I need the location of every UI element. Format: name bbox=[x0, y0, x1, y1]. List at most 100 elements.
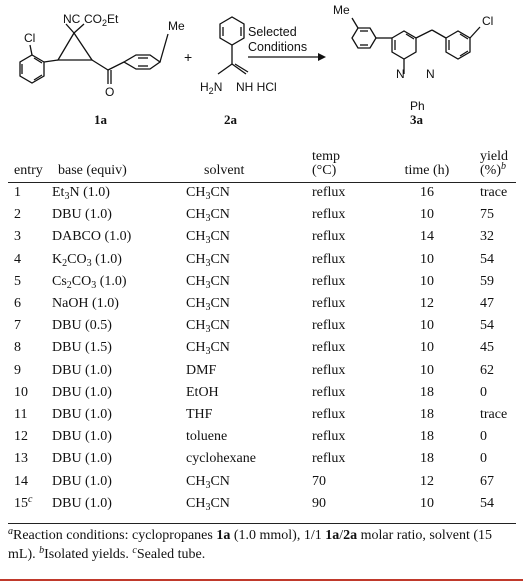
time-cell-text: 18 bbox=[420, 384, 434, 400]
yield-cell: 54 bbox=[468, 493, 516, 515]
yield-cell-text: 0 bbox=[480, 451, 487, 467]
header-temp-line2: (°C) bbox=[312, 162, 337, 178]
reactant-2a-structure bbox=[217, 16, 249, 75]
yield-cell: 47 bbox=[468, 293, 516, 315]
time-cell: 16 bbox=[386, 182, 468, 204]
time-cell: 10 bbox=[386, 249, 468, 271]
yield-cell: trace bbox=[468, 404, 516, 426]
solvent-cell-text: CH3CN bbox=[186, 473, 230, 491]
solvent-cell-text: CH3CN bbox=[186, 185, 230, 203]
solvent-cell: CH3CN bbox=[186, 493, 312, 515]
temp-cell: 90 bbox=[312, 493, 386, 515]
base-cell: DBU (1.0) bbox=[52, 204, 186, 226]
entry-cell: 12 bbox=[8, 426, 52, 448]
time-cell-text: 10 bbox=[420, 273, 434, 289]
base-cell-text: DBU (1.0) bbox=[52, 384, 112, 400]
base-cell: DBU (1.0) bbox=[52, 470, 186, 492]
temp-cell-text: reflux bbox=[312, 185, 346, 201]
entry-cell: 1 bbox=[8, 182, 52, 204]
yield-cell-text: 32 bbox=[480, 229, 494, 245]
phenyl-label: Ph bbox=[410, 99, 425, 113]
entry-cell-text: 12 bbox=[14, 429, 28, 445]
entry-cell-text: 6 bbox=[14, 296, 21, 312]
reactant-1a-structure bbox=[19, 23, 169, 84]
time-cell-text: 10 bbox=[420, 495, 434, 511]
solvent-cell-text: CH3CN bbox=[186, 318, 230, 336]
time-cell-text: 12 bbox=[420, 296, 434, 312]
yield-cell-text: trace bbox=[480, 406, 508, 422]
base-cell-text: DBU (0.5) bbox=[52, 318, 112, 334]
time-cell: 10 bbox=[386, 271, 468, 293]
header-time: time (h) bbox=[386, 138, 468, 183]
yield-cell-text: 0 bbox=[480, 384, 487, 400]
reaction-scheme: NC CO2Et Cl Me O 1a + H2N NH HCl 2a Sele… bbox=[19, 3, 493, 127]
temp-cell: reflux bbox=[312, 382, 386, 404]
entry-cell-text: 5 bbox=[14, 273, 21, 289]
yield-cell: 32 bbox=[468, 226, 516, 248]
time-cell-text: 10 bbox=[420, 362, 434, 378]
entry-cell: 6 bbox=[8, 293, 52, 315]
temp-cell: reflux bbox=[312, 404, 386, 426]
time-cell: 10 bbox=[386, 337, 468, 359]
entry-cell-text: 14 bbox=[14, 473, 28, 489]
solvent-cell: CH3CN bbox=[186, 337, 312, 359]
solvent-cell: CH3CN bbox=[186, 470, 312, 492]
entry-cell: 14 bbox=[8, 470, 52, 492]
base-cell-text: DBU (1.0) bbox=[52, 406, 112, 422]
base-cell: DBU (1.0) bbox=[52, 382, 186, 404]
product-methyl-label: Me bbox=[333, 3, 350, 17]
base-cell-text: DBU (1.0) bbox=[52, 429, 112, 445]
footnote-c-text: Sealed tube. bbox=[136, 547, 206, 562]
base-cell-text: DBU (1.0) bbox=[52, 362, 112, 378]
base-cell: DBU (1.0) bbox=[52, 493, 186, 515]
yield-cell: trace bbox=[468, 182, 516, 204]
footnote-a-slash: / bbox=[339, 528, 344, 543]
solvent-cell: CH3CN bbox=[186, 293, 312, 315]
entry-cell-text: 9 bbox=[14, 362, 21, 378]
footnote-c-mark: c bbox=[132, 545, 137, 556]
time-cell: 18 bbox=[386, 426, 468, 448]
label-1a: 1a bbox=[94, 112, 108, 127]
solvent-cell-text: cyclohexane bbox=[186, 451, 256, 467]
solvent-cell: CH3CN bbox=[186, 315, 312, 337]
solvent-cell-text: EtOH bbox=[186, 384, 219, 400]
base-cell-text: DBU (1.0) bbox=[52, 451, 112, 467]
temp-cell: 70 bbox=[312, 470, 386, 492]
base-cell: DBU (0.5) bbox=[52, 315, 186, 337]
temp-cell: reflux bbox=[312, 226, 386, 248]
temp-cell: reflux bbox=[312, 360, 386, 382]
temp-cell: reflux bbox=[312, 315, 386, 337]
base-cell-text: DBU (1.5) bbox=[52, 340, 112, 356]
footnote-a-text2: (1.0 mmol), 1/1 bbox=[230, 528, 326, 543]
solvent-cell-text: THF bbox=[186, 406, 213, 422]
entry-cell-text: 10 bbox=[14, 384, 28, 400]
solvent-cell: CH3CN bbox=[186, 182, 312, 204]
solvent-cell: THF bbox=[186, 404, 312, 426]
entry-cell-text: 8 bbox=[14, 340, 21, 356]
table-row: 10 DBU (1.0) EtOH reflux 18 0 bbox=[8, 382, 516, 404]
pyrimidine-n2: N bbox=[426, 67, 435, 81]
temp-cell: reflux bbox=[312, 448, 386, 470]
header-solvent: solvent bbox=[186, 138, 312, 183]
imine-hcl-label: NH HCl bbox=[236, 80, 277, 94]
yield-cell-text: 54 bbox=[480, 495, 494, 511]
temp-cell-text: reflux bbox=[312, 406, 346, 422]
temp-cell-text: reflux bbox=[312, 340, 346, 356]
solvent-cell: EtOH bbox=[186, 382, 312, 404]
entry-cell-text: 13 bbox=[14, 451, 28, 467]
footnote-a-mark: a bbox=[8, 526, 13, 537]
entry-note: c bbox=[28, 493, 33, 505]
time-cell: 18 bbox=[386, 382, 468, 404]
yield-cell: 67 bbox=[468, 470, 516, 492]
yield-cell: 0 bbox=[468, 448, 516, 470]
time-cell-text: 10 bbox=[420, 207, 434, 223]
pyrimidine-n1: N bbox=[396, 67, 405, 81]
footnote-a-text3: molar ratio, solvent (15 mL). bbox=[8, 528, 493, 562]
base-cell: NaOH (1.0) bbox=[52, 293, 186, 315]
time-cell: 10 bbox=[386, 360, 468, 382]
